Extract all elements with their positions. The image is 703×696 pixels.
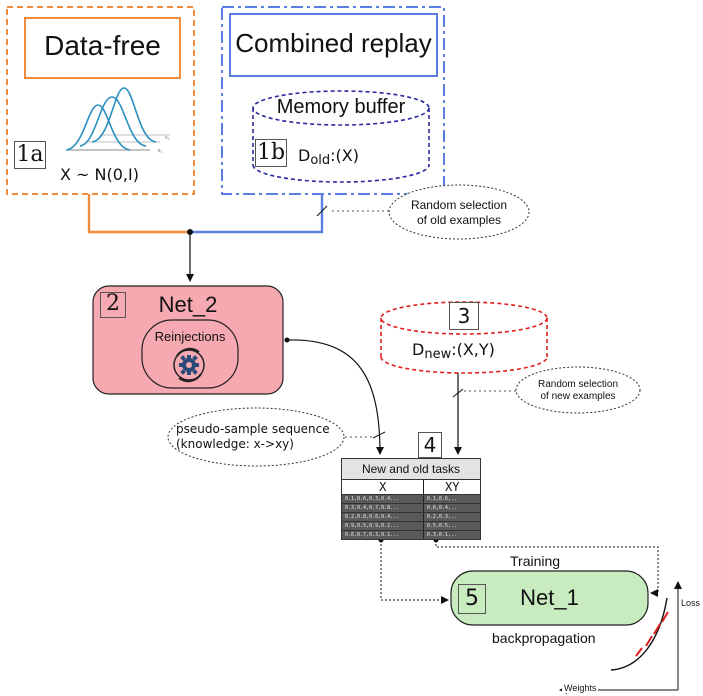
random-selection-old-line2: of old examples <box>416 213 502 227</box>
backprop-label: backpropagation <box>492 630 596 646</box>
combined-replay-connector <box>190 194 324 234</box>
data-free-title: Data-free <box>44 30 161 61</box>
training-loop-arrow <box>435 540 659 597</box>
reinjections-box <box>141 319 239 389</box>
svg-text:x₁: x₁ <box>158 148 163 154</box>
table-row: 0.3,0.4,0.7,0.8... 0.6,0.4,.. <box>341 504 481 513</box>
random-selection-new-bubble <box>515 366 641 414</box>
memory-buffer-label: Memory buffer <box>276 96 406 118</box>
table-cell: 0.6,0.7,0.3,0.1... <box>342 531 424 539</box>
random-selection-old-text: Random selection of old examples <box>394 198 524 228</box>
net2-number: 2 <box>100 292 126 318</box>
d-new-label: Dnew:(X,Y) <box>412 340 495 362</box>
d-old-rest: :(X) <box>330 146 359 165</box>
d-new-rest: :(X,Y) <box>451 340 495 359</box>
combined-replay-title: Combined replay <box>235 28 432 58</box>
pseudo-sample-line1: pseudo-sample sequence <box>176 422 330 436</box>
pseudo-sample-bubble <box>167 407 345 467</box>
tasks-table-title: New and old tasks <box>341 458 481 480</box>
random-selection-old-bubble <box>388 184 530 240</box>
gaussian-curves-icon: x₁ x₂ <box>65 87 170 154</box>
memory-buffer-cylinder <box>252 90 430 183</box>
table-row: 0.2,0.8,0.0,0.4... 0.2,0.3,.. <box>341 513 481 522</box>
pseudo-sample-line2: (knowledge: x->xy) <box>176 437 294 451</box>
new-data-number: 3 <box>449 302 479 330</box>
tasks-table-header-row: X XY <box>341 480 481 495</box>
net1-title: Net_1 <box>520 585 579 610</box>
data-free-connector <box>87 194 190 234</box>
tasks-table-number: 4 <box>418 432 442 458</box>
net2-title: Net_2 <box>158 292 218 317</box>
weights-axis-label: Weights <box>562 683 599 693</box>
random-selection-new-text: Random selection of new examples <box>518 379 638 403</box>
table-cell: 0.9,0.5,0.9,0.2... <box>342 522 424 530</box>
reinjections-label: Reinjections <box>154 329 226 344</box>
random-selection-new-line1: Random selection <box>537 379 619 390</box>
pseudo-sample-text: pseudo-sample sequence (knowledge: x->xy… <box>176 422 338 452</box>
table-cell: 0.2,0.3,.. <box>426 514 457 520</box>
data-free-title-box <box>24 17 181 79</box>
net2-box <box>92 285 284 395</box>
combined-replay-panel <box>221 6 445 195</box>
data-free-panel <box>6 6 195 195</box>
table-cell: 0.2,0.8,0.0,0.4... <box>342 513 424 521</box>
random-selection-new-line2: of new examples <box>540 391 616 402</box>
net1-box <box>450 570 649 626</box>
gaussian-formula: X ~ N(0,I) <box>60 165 139 184</box>
svg-text:x₂: x₂ <box>165 135 170 141</box>
loss-axis-label: Loss <box>681 598 701 608</box>
data-free-number: 1a <box>14 141 46 169</box>
table-row: 0.9,0.5,0.9,0.2... 0.5,0.5,.. <box>341 522 481 531</box>
training-label: Training <box>510 553 561 569</box>
table-cell: 0.3,0.4,0.7,0.8... <box>342 504 424 512</box>
net1-number: 5 <box>458 584 486 614</box>
table-cell: 0.1,0.6,.. <box>426 496 457 502</box>
tasks-table-col-x: X <box>342 480 425 494</box>
random-selection-old-line1: Random selection <box>410 198 508 212</box>
tasks-table: New and old tasks X XY 0.1,0.6,0.3,0.4..… <box>341 458 481 540</box>
combined-replay-title-box <box>229 13 438 77</box>
tasks-table-col-xy: XY <box>444 480 460 494</box>
table-cell: 0.3,0.1,.. <box>426 532 457 538</box>
table-to-net1-arrow <box>380 540 449 604</box>
table-row: 0.6,0.7,0.3,0.1... 0.3,0.1,.. <box>341 531 481 540</box>
d-new-base: D <box>412 340 425 359</box>
d-old-base: D <box>298 146 311 165</box>
table-row: 0.1,0.6,0.3,0.4... 0.1,0.6,.. <box>341 495 481 504</box>
combined-replay-number: 1b <box>255 139 287 167</box>
net2-to-table-arrow <box>286 339 384 455</box>
d-old-sub: old <box>310 153 331 168</box>
d-new-sub: new <box>424 347 452 362</box>
d-old-label: Dold:(X) <box>298 146 359 168</box>
table-cell: 0.6,0.4,.. <box>426 505 457 511</box>
table-cell: 0.5,0.5,.. <box>426 523 457 529</box>
table-cell: 0.1,0.6,0.3,0.4... <box>342 495 424 503</box>
